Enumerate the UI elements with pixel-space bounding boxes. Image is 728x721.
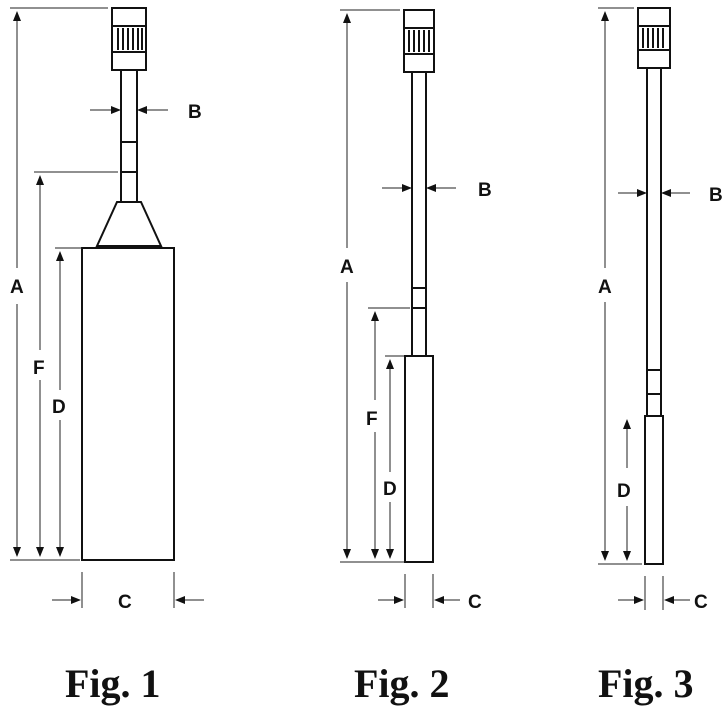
dimension-b-fig3: B [618,185,723,206]
shaft-lower [411,307,427,357]
shaft [411,71,427,289]
cone-transition [95,201,163,247]
connector-base [403,53,435,73]
dimension-d-fig1: D [52,247,82,557]
sensor-body [644,415,664,565]
figure-1: A F D B C Fig. 1 [10,7,204,706]
dimension-b-fig2: B [382,180,492,201]
connector-base [637,49,671,69]
dimension-d-fig3: D [617,419,631,561]
figure-caption: Fig. 2 [354,661,450,706]
dimension-b-fig1: B [90,102,202,123]
label-a: A [10,277,24,298]
shaft [646,67,662,371]
shaft-joint [411,287,427,309]
figure-3: A D B C Fig. 3 [598,7,723,706]
sensor-body [404,355,434,563]
label-c: C [468,592,482,613]
probe-2 [403,9,435,563]
label-d: D [617,481,631,502]
label-f: F [366,409,378,430]
connector-cap [637,7,671,27]
connector-base [111,51,147,71]
dimension-a-fig1: A [10,7,108,561]
label-a: A [340,257,354,278]
dimension-f-fig2: F [366,307,410,559]
figure-caption: Fig. 1 [65,661,161,706]
shaft-lower [646,393,662,417]
label-b: B [478,180,492,201]
label-b: B [188,102,202,123]
label-d: D [383,479,397,500]
shaft-joint [646,369,662,395]
probe-3 [637,7,671,565]
connector-cap [403,9,435,29]
figure-caption: Fig. 3 [598,661,694,706]
dimension-c-fig2: C [378,574,482,613]
label-c: C [694,592,708,613]
dimension-c-fig1: C [52,572,204,613]
connector-cap [111,7,147,27]
shaft-joint [120,141,138,173]
sensor-body [81,247,175,561]
dimension-a-fig2: A [340,9,404,563]
label-d: D [52,397,66,418]
dimension-c-fig3: C [618,576,708,613]
label-b: B [709,185,723,206]
label-c: C [118,592,132,613]
probe-1 [81,7,175,561]
dimension-d-fig2: D [383,355,404,559]
figure-2: A F D B C Fig. 2 [340,9,492,706]
label-f: F [33,358,45,379]
label-a: A [598,277,612,298]
shaft [120,69,138,143]
dimension-a-fig3: A [598,7,642,565]
shaft-lower [120,171,138,203]
dimension-f-fig1: F [33,171,118,557]
